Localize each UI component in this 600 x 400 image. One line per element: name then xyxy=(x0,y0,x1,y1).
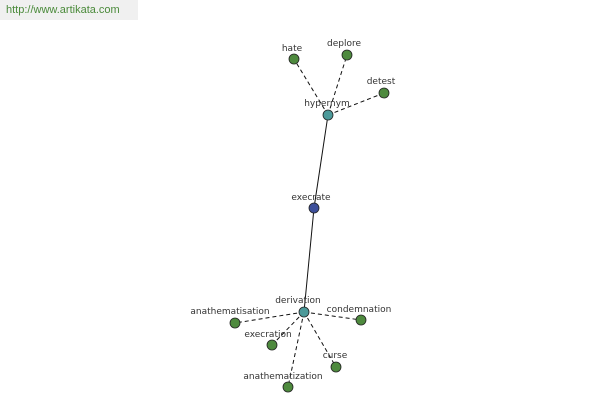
label-execration[interactable]: execration xyxy=(244,330,291,340)
edge-derivation-condemnation xyxy=(303,311,362,321)
label-condemnation[interactable]: condemnation xyxy=(327,305,392,315)
edges-layer xyxy=(234,54,385,388)
edge-derivation-anathematization xyxy=(287,311,305,388)
label-hate[interactable]: hate xyxy=(282,44,303,54)
node-condemnation[interactable] xyxy=(355,314,367,326)
edge-derivation-execration xyxy=(271,311,305,346)
edge-hypernym-hate xyxy=(293,58,329,116)
node-hate[interactable] xyxy=(288,53,300,65)
label-derivation[interactable]: derivation xyxy=(275,296,321,306)
labels-layer: execrate hypernym derivation hate deplore det… xyxy=(190,39,395,382)
node-derivation[interactable] xyxy=(298,306,310,318)
nodes-layer xyxy=(229,49,390,393)
node-deplore[interactable] xyxy=(341,49,353,61)
edge-derivation-anathematisation xyxy=(234,311,305,324)
node-detest[interactable] xyxy=(378,87,390,99)
node-anathematisation[interactable] xyxy=(229,317,241,329)
edge-hypernym-detest xyxy=(327,92,385,116)
url-banner[interactable]: http://www.artikata.com xyxy=(0,0,138,20)
label-anathematisation[interactable]: anathematisation xyxy=(190,307,269,317)
node-execrate[interactable] xyxy=(308,202,320,214)
label-anathematization[interactable]: anathematization xyxy=(243,372,322,382)
node-execration[interactable] xyxy=(266,339,278,351)
node-curse[interactable] xyxy=(330,361,342,373)
label-curse[interactable]: curse xyxy=(323,351,348,361)
edge-execrate-derivation xyxy=(303,207,315,313)
edge-derivation-curse xyxy=(303,311,337,368)
label-hypernym[interactable]: hypernym xyxy=(304,99,350,109)
edge-hypernym-deplore xyxy=(327,54,348,116)
url-text[interactable]: http://www.artikata.com xyxy=(6,4,120,16)
edge-execrate-hypernym xyxy=(313,114,329,209)
node-anathematization[interactable] xyxy=(282,381,294,393)
node-hypernym[interactable] xyxy=(322,109,334,121)
label-execrate[interactable]: execrate xyxy=(291,193,331,203)
label-detest[interactable]: detest xyxy=(367,77,396,87)
label-deplore[interactable]: deplore xyxy=(327,39,361,49)
